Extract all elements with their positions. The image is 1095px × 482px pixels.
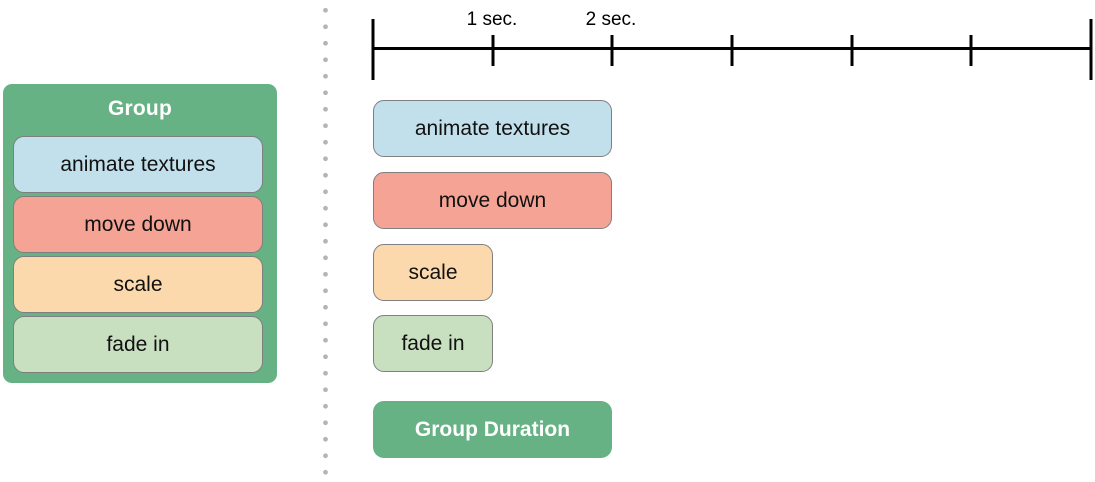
timeline-bar-label: fade in [401,331,465,355]
timeline-bar-label: scale [408,260,458,284]
timeline-tick [610,35,614,66]
timeline-bar-animate-textures: animate textures [373,100,612,157]
timeline-ruler: 1 sec. 2 sec. [371,0,1095,90]
group-panel: Group animate textures move down scale f… [3,84,277,383]
timeline-tick [491,35,495,66]
timeline-tick-label: 1 sec. [466,9,518,30]
timeline-tick [850,35,854,66]
timeline-tick [969,35,973,66]
timeline-bar-scale: scale [373,244,493,301]
timeline-bar-fade-in: fade in [373,315,493,372]
timeline-tick [371,19,375,80]
group-duration-label: Group Duration [414,417,571,441]
group-action-scale: scale [13,256,263,313]
dotted-divider-line [322,2,329,482]
group-action-move-down: move down [13,196,263,253]
group-action-label: fade in [106,332,170,356]
group-action-animate-textures: animate textures [13,136,263,193]
timeline-tick-label: 2 sec. [585,9,637,30]
group-duration-bar: Group Duration [373,401,612,458]
timeline-bar-label: move down [438,188,547,212]
timeline-bar-move-down: move down [373,172,612,229]
timeline-bar-label: animate textures [414,116,571,140]
group-action-fade-in: fade in [13,316,263,373]
timeline-tick [1089,19,1093,80]
timeline-tick [730,35,734,66]
group-action-label: animate textures [60,152,216,176]
group-action-label: move down [84,212,192,236]
group-action-label: scale [113,272,163,296]
group-panel-title: Group [108,97,172,120]
